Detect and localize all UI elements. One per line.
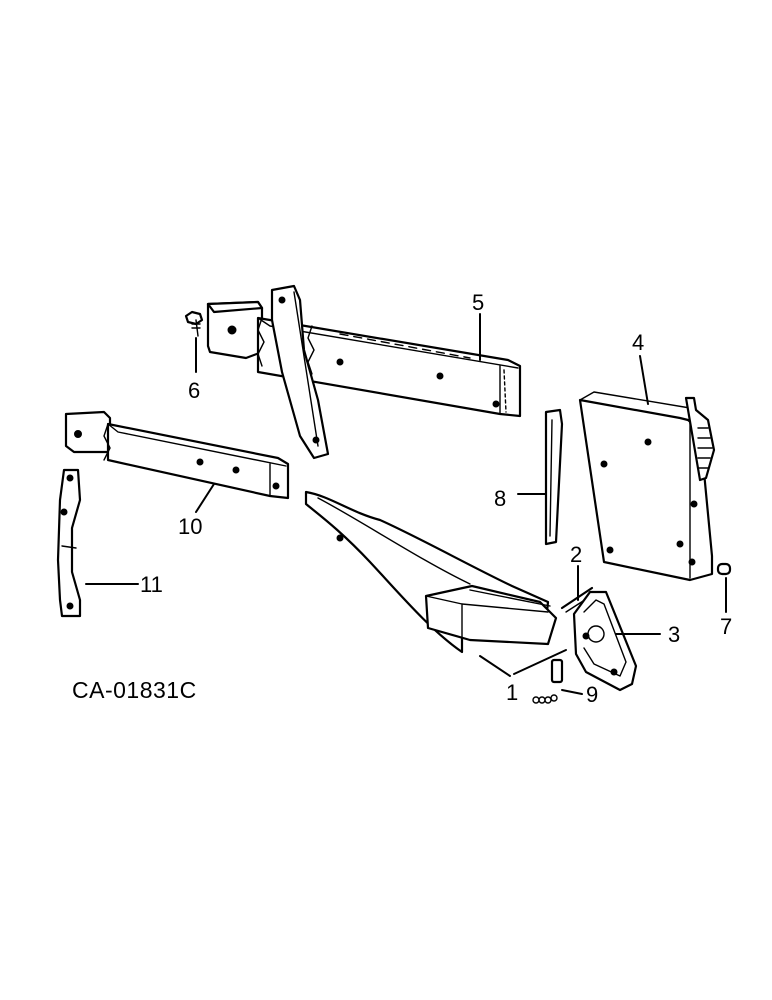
callout-6: 6 — [188, 378, 200, 403]
part-6-bolt — [184, 310, 204, 337]
part-5-beam-assembly — [206, 284, 522, 460]
part-8-strip — [544, 408, 564, 546]
part-9-clip — [532, 658, 564, 704]
leader-lines — [85, 313, 727, 695]
part-1-shank-and-point — [304, 490, 558, 654]
part-11-strap — [56, 468, 82, 618]
callout-3: 3 — [668, 622, 680, 647]
part-3-bracket — [572, 590, 638, 692]
callout-8: 8 — [494, 486, 506, 511]
part-4-shield-plate — [578, 391, 716, 582]
callout-2: 2 — [570, 542, 582, 567]
part-7-pin — [716, 562, 732, 576]
callout-9: 9 — [586, 682, 598, 707]
drawing-code-label: CA-01831C — [72, 677, 197, 703]
callout-11: 11 — [140, 572, 163, 597]
callout-5: 5 — [472, 290, 484, 315]
part-10-beam — [64, 410, 290, 500]
callout-4: 4 — [632, 330, 644, 355]
callouts: 5 6 4 8 10 11 7 2 3 1 9 — [140, 290, 732, 707]
callout-7: 7 — [720, 614, 732, 639]
callout-10: 10 — [178, 514, 202, 539]
callout-1: 1 — [506, 680, 518, 705]
